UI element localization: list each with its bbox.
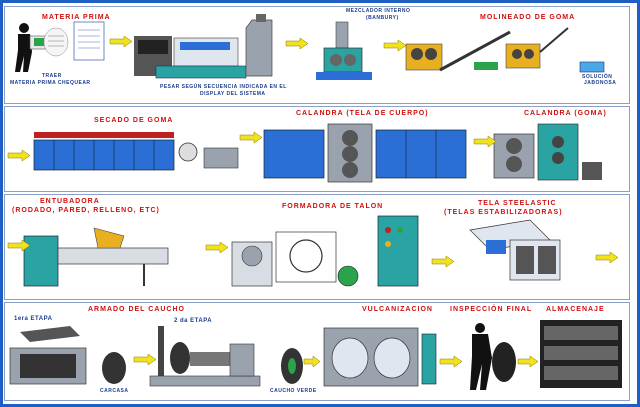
label-steelastic-2: (TELAS ESTABILIZADORAS) — [444, 209, 563, 216]
vulcanizer-icon — [323, 327, 437, 387]
extruder-icon — [23, 227, 169, 287]
label-calandra-goma: CALANDRA (GOMA) — [524, 110, 607, 117]
flow-arrow-3 — [383, 39, 407, 52]
caption-pesar-2: DISPLAY DEL SISTEMA — [200, 91, 266, 97]
flow-arrow-5 — [239, 131, 263, 144]
caption-etapa1: 1era ETAPA — [14, 316, 53, 322]
label-formadora: FORMADORA DE TALON — [282, 203, 384, 210]
label-steelastic-1: TELA STEELASTIC — [478, 200, 557, 207]
flow-arrow-10 — [595, 251, 619, 264]
bead-former-icon — [231, 215, 419, 287]
caption-caucho-verde: CAUCHO VERDE — [270, 388, 317, 394]
mill-rollers-icon — [405, 43, 443, 71]
flow-arrow-2 — [285, 37, 309, 50]
caption-mezclador-1: MEZCLADOR INTERNO — [346, 8, 411, 14]
flow-arrow-1 — [109, 35, 133, 48]
conveyor-mill-icon — [439, 27, 569, 72]
label-materia-prima: MATERIA PRIMA — [42, 14, 111, 21]
label-entubadora-2: (RODADO, PARED, RELLENO, ETC) — [12, 207, 160, 214]
steelastic-machine-icon — [469, 219, 561, 281]
caption-traer-2: MATERIA PRIMA CHEQUEAR — [10, 80, 91, 86]
soap-tank-icon — [579, 61, 605, 73]
flow-arrow-12 — [303, 355, 321, 368]
tire-builder-stage1-icon — [9, 326, 126, 385]
banbury-mixer-icon — [316, 21, 372, 80]
tire-builder-stage2-icon — [149, 326, 261, 387]
drying-line-icon — [33, 132, 239, 171]
flow-arrow-11 — [133, 353, 157, 366]
label-vulcanizacion: VULCANIZACION — [362, 306, 433, 313]
flow-arrow-8 — [205, 241, 229, 254]
worker-carrying-icon — [15, 23, 69, 72]
caption-mezclador-2: (BANBURY) — [366, 15, 399, 21]
label-entubadora-1: ENTUBADORA — [40, 198, 100, 205]
caption-etapa2: 2 da ETAPA — [174, 318, 213, 324]
green-tire-icon — [281, 348, 303, 384]
label-almacenaje: ALMACENAJE — [546, 306, 605, 313]
checklist-icon — [73, 21, 105, 61]
storage-rack-icon — [540, 320, 622, 388]
label-calandra-tela: CALANDRA (TELA DE CUERPO) — [296, 110, 429, 117]
flow-arrow-6 — [473, 135, 497, 148]
flow-arrow-13 — [439, 355, 463, 368]
inspector-icon — [470, 323, 516, 390]
caption-solucion-2: JABONOSA — [584, 80, 617, 86]
flow-arrow-7 — [7, 239, 31, 252]
label-molineado: MOLINEADO DE GOMA — [480, 14, 576, 21]
weighing-machine-icon — [134, 14, 273, 79]
caption-carcasa: CARCASA — [100, 388, 129, 394]
label-armado: ARMADO DEL CAUCHO — [88, 306, 185, 313]
calender-fabric-icon — [263, 123, 467, 183]
row-4 — [4, 302, 630, 401]
flow-arrow-14 — [517, 355, 539, 368]
flow-arrow-9 — [431, 255, 455, 268]
caption-traer-1: TRAER — [42, 73, 62, 79]
label-secado: SECADO DE GOMA — [94, 117, 174, 124]
label-inspeccion: INSPECCIÓN FINAL — [450, 306, 533, 313]
caption-solucion-1: SOLUCIÓN — [582, 74, 613, 80]
flow-arrow-4 — [7, 149, 31, 162]
calender-rubber-icon — [493, 123, 602, 181]
caption-pesar-1: PESAR SEGÚN SECUENCIA INDICADA EN EL — [160, 84, 287, 90]
